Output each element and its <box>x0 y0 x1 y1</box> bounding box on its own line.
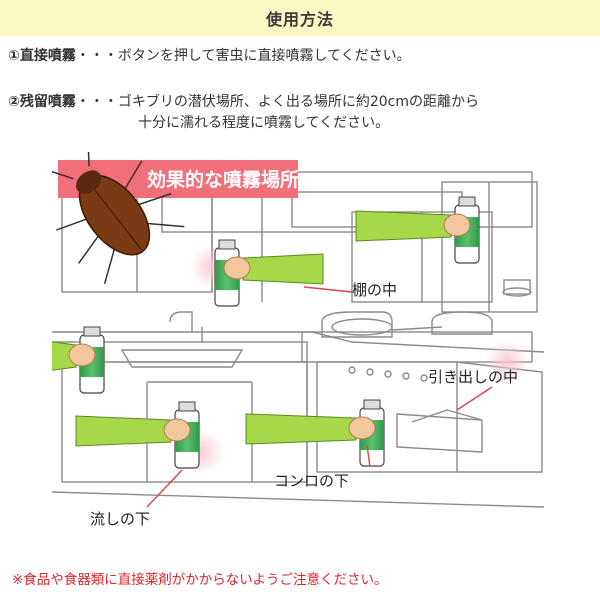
spray-can-icon <box>245 399 385 467</box>
instruction-direct: ①直接噴霧・・・ボタンを押して害虫に直接噴霧してください。 <box>8 46 411 66</box>
spray-can-icon <box>355 196 480 264</box>
header-bar: 使用方法 <box>0 0 600 36</box>
label-drawer: 引き出しの中 <box>428 368 518 386</box>
effective-spray-banner: 効果的な噴霧場所 <box>58 160 299 198</box>
hand-icon <box>223 256 251 280</box>
label-shelf: 棚の中 <box>352 281 397 299</box>
instruction-label: ①直接噴霧 <box>8 48 76 64</box>
instruction-label: ②残留噴霧 <box>8 94 76 110</box>
hand-icon <box>348 416 376 440</box>
instruction-text: ゴキブリの潜伏場所、よく出る場所に約20cmの距離から <box>117 94 480 110</box>
instruction-residual: ②残留噴霧・・・ゴキブリの潜伏場所、よく出る場所に約20cmの距離から <box>8 92 479 112</box>
spray-can-icon <box>52 326 105 394</box>
hand-icon <box>68 343 96 367</box>
spray-can-icon <box>75 401 200 469</box>
page-title: 使用方法 <box>265 10 334 29</box>
hand-icon <box>443 213 471 237</box>
instruction-sep: ・・・ <box>75 48 118 64</box>
caution-note: ※食品や食器類に直接薬剤がかからないようご注意ください。 <box>12 572 388 588</box>
instruction-residual-cont: 十分に濡れる程度に噴霧してください。 <box>138 115 390 131</box>
instruction-text: ボタンを押して害虫に直接噴霧してください。 <box>117 48 411 64</box>
kitchen-illustration: 効果的な噴霧場所 棚の中 引き出しの中 コンロの下 流しの下 <box>52 152 544 560</box>
label-stove: コンロの下 <box>274 472 349 490</box>
spray-can-icon <box>214 239 324 307</box>
banner-text: 効果的な噴霧場所 <box>147 168 299 191</box>
instruction-sep: ・・・ <box>75 94 118 110</box>
label-sink: 流しの下 <box>90 510 150 528</box>
spray-groups <box>52 196 480 469</box>
cockroach-icon <box>52 152 185 284</box>
hand-icon <box>163 418 191 442</box>
